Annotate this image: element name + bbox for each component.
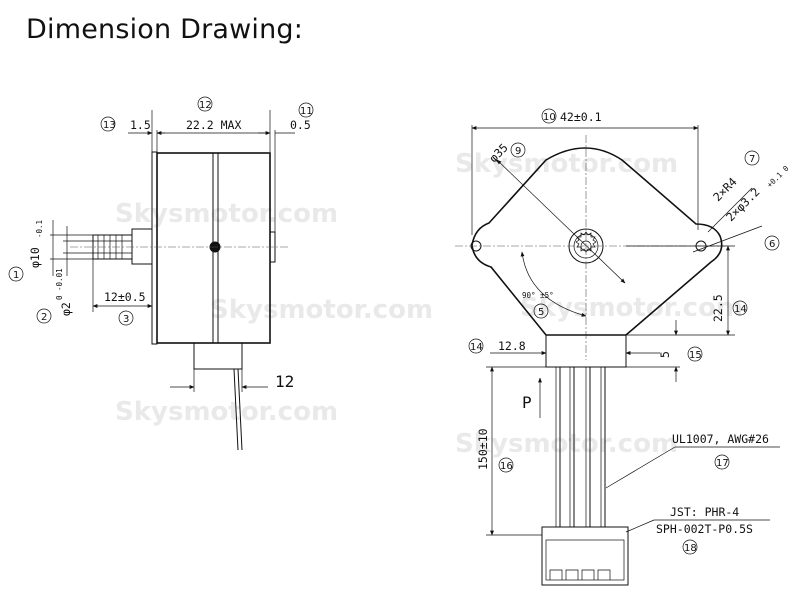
dim-42: 42±0.1 [560,110,602,124]
callout-17 [714,454,730,470]
callout-6 [764,235,780,251]
callout-13-label: 13 [103,120,116,131]
label-p: P [522,393,532,412]
callout-12 [197,96,213,112]
callout-15-label: 15 [689,350,702,361]
callout-2 [36,308,52,324]
callout-1 [8,266,24,282]
dim-150: 150±10 [476,428,490,470]
side-view: 1.5 22.2 MAX 0.5 13 12 11 φ10 -0.1 φ2 0 … [8,96,314,451]
dim-angle: 90° ±5° [522,291,554,300]
cable-outlet [193,342,243,370]
watermark: Skysmotor.com [115,397,338,427]
callout-14a-label: 14 [470,342,483,353]
callout-5-label: 5 [538,307,544,318]
dim-0-5: 0.5 [290,118,311,132]
watermark: Skysmotor.com [210,295,433,325]
dim-holes-tol: +0.1 0 [765,164,791,190]
dim-phi2-tol: 0 -0.01 [55,268,64,300]
dim-phi2: φ2 [59,302,73,316]
dim-shaft-dia: φ10 [28,247,42,268]
jst-connector [541,526,629,586]
callout-9-label: 9 [515,146,521,157]
motor-flange-outline [471,147,723,336]
connector-spec-1: JST: PHR-4 [670,505,739,519]
callout-7 [744,150,760,166]
dim-r4: 2×R4 [710,175,740,205]
dim-1-5: 1.5 [130,118,151,132]
dim-12-05: 12±0.5 [104,290,146,304]
shaft-boss [131,228,153,265]
dim-12-8: 12.8 [498,339,526,353]
callout-5 [533,303,549,319]
callout-14b-label: 14 [734,304,747,315]
connector-spec-2: SPH-002T-P0.5S [656,522,753,536]
callout-10-label: 10 [543,112,556,123]
callout-11 [298,102,314,118]
callout-3 [118,310,134,326]
callout-11-label: 11 [300,106,313,117]
callout-12-label: 12 [199,100,212,111]
callout-3-label: 3 [123,314,129,325]
dim-12: 12 [275,372,294,391]
callout-18 [682,539,698,555]
wire-spec: UL1007, AWG#26 [672,432,769,446]
dim-shaft-tol: -0.1 [35,220,44,238]
callout-7-label: 7 [749,154,755,165]
callout-18-label: 18 [684,543,697,554]
callout-2-label: 2 [41,312,47,323]
dim-5: 5 [658,351,672,358]
callout-14b [732,300,748,316]
callout-14a [468,338,484,354]
dim-22-5: 22.5 [711,294,725,322]
callout-13 [100,116,116,132]
callout-10 [541,108,557,124]
watermark: Skysmotor.com [115,199,338,229]
callout-1-label: 1 [13,270,19,281]
callout-16 [498,457,514,473]
page-title: Dimension Drawing: [26,14,304,45]
dim-22-2-max: 22.2 MAX [186,118,241,132]
callout-16-label: 16 [500,461,513,472]
callout-17-label: 17 [716,458,729,469]
callout-6-label: 6 [769,239,775,250]
front-view: 10 42±0.1 φ35 9 2×R4 2×φ3.2 +0.1 0 7 6 9… [455,108,791,586]
callout-15 [687,346,703,362]
callout-9 [510,142,526,158]
